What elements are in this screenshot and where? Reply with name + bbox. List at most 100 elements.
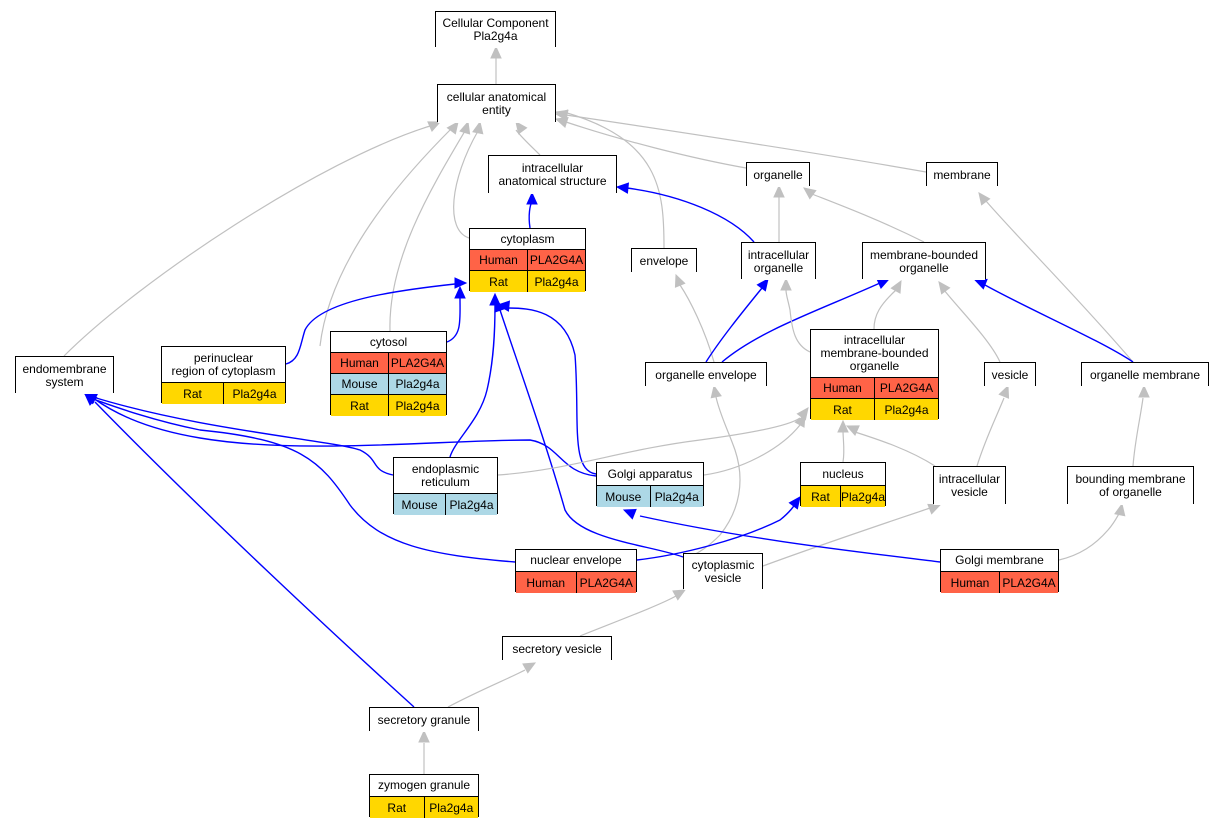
species-cell: Rat xyxy=(162,383,224,404)
node-label: intracellular membrane-bounded organelle xyxy=(811,330,938,378)
node-label: envelope xyxy=(632,249,696,273)
edge-is-a-intracellular-membrane-bounded-organelle-to-membrane-bounded-organelle xyxy=(873,279,902,330)
species-cell: Rat xyxy=(470,271,528,292)
gene-cell: Pla2g4a xyxy=(232,386,277,401)
node-organelle-membrane[interactable]: organelle membrane xyxy=(1081,362,1209,387)
node-label: nucleus xyxy=(801,463,885,486)
edge-is-a-cytosol-to-cellular-anatomical-entity xyxy=(389,120,471,332)
edge-part-of-intracellular-organelle-to-intracellular-anatomical-structure xyxy=(615,182,755,243)
gene-cell: Pla2g4a xyxy=(429,800,474,815)
gene-cell: PLA2G4A xyxy=(390,356,445,370)
node-label: cytoplasm xyxy=(470,229,585,250)
edge-is-a-secretory-vesicle-to-cytoplasmic-vesicle xyxy=(579,589,687,637)
node-intracellular-membrane-bounded-organelle[interactable]: intracellular membrane-bounded organelle… xyxy=(810,329,939,420)
node-vesicle[interactable]: vesicle xyxy=(984,362,1036,387)
species-cell: Rat xyxy=(331,395,389,416)
edge-is-a-envelope-to-cellular-anatomical-entity xyxy=(554,109,665,249)
node-intracellular-organelle[interactable]: intracellular organelle xyxy=(741,242,816,280)
edge-is-a-golgi-apparatus-to-intracellular-membrane-bounded-organelle xyxy=(703,413,806,476)
edge-is-a-nucleus-to-intracellular-membrane-bounded-organelle xyxy=(837,419,849,463)
node-intracellular-anatomical-structure[interactable]: intracellular anatomical structure xyxy=(488,155,617,194)
gene-cell: Pla2g4a xyxy=(449,497,494,512)
species-cell: Human xyxy=(470,250,528,270)
edge-is-a-intracellular-vesicle-to-vesicle xyxy=(976,384,1010,467)
node-membrane-bounded-organelle[interactable]: membrane-bounded organelle xyxy=(862,242,986,280)
node-organelle-envelope[interactable]: organelle envelope xyxy=(645,362,767,387)
node-label: Golgi membrane xyxy=(941,550,1058,572)
node-label: zymogen granule xyxy=(370,775,478,797)
species-cell: Mouse xyxy=(597,486,651,507)
gene-cell: PLA2G4A xyxy=(879,381,934,395)
species-cell: Rat xyxy=(811,399,875,420)
node-secretory-vesicle[interactable]: secretory vesicle xyxy=(502,636,612,661)
edge-is-a-nuclear-envelope-to-organelle-envelope xyxy=(682,384,741,561)
species-cell: Rat xyxy=(370,797,425,818)
node-label: membrane xyxy=(927,163,997,187)
species-cell: Human xyxy=(516,572,577,593)
node-bounding-membrane[interactable]: bounding membrane of organelle xyxy=(1067,466,1194,505)
edge-is-a-intracellular-organelle-to-organelle xyxy=(773,184,785,242)
species-cell: Mouse xyxy=(394,494,446,515)
edge-part-of-golgi-apparatus-to-cytoplasm xyxy=(496,300,597,475)
node-intracellular-vesicle[interactable]: intracellular vesicle xyxy=(933,466,1006,505)
node-label: organelle xyxy=(747,163,809,187)
edge-is-a-endomembrane-system-to-cellular-anatomical-entity xyxy=(63,121,442,357)
node-label: Golgi apparatus xyxy=(597,463,703,486)
gene-cell: Pla2g4a xyxy=(840,489,885,504)
node-cellular-component[interactable]: Cellular Component Pla2g4a xyxy=(435,11,556,48)
annotation-row: Rat Pla2g4a xyxy=(162,383,285,404)
gene-cell: PLA2G4A xyxy=(1002,575,1056,590)
edge-part-of-secretory-granule-to-endomembrane-system xyxy=(84,393,415,708)
edge-part-of-organelle-membrane-to-membrane-bounded-organelle xyxy=(973,278,1134,363)
edge-is-a-secretory-granule-to-secretory-vesicle xyxy=(447,662,537,708)
edge-is-a-organelle-envelope-to-envelope xyxy=(674,273,715,363)
edge-part-of-perinuclear-region-to-cytoplasm xyxy=(285,277,468,365)
edge-is-a-cellular-anatomical-entity-to-cellular-component xyxy=(490,45,502,84)
node-cellular-anatomical-entity[interactable]: cellular anatomical entity xyxy=(437,84,556,123)
edge-is-a-cytoplasm-to-cellular-anatomical-entity xyxy=(453,120,484,239)
edge-is-a-golgi-membrane-to-bounding-membrane xyxy=(1058,502,1126,561)
node-envelope[interactable]: envelope xyxy=(631,248,697,273)
species-cell: Human xyxy=(941,572,1000,593)
gene-cell: Pla2g4a xyxy=(884,402,929,417)
gene-cell: Pla2g4a xyxy=(534,274,579,289)
edge-part-of-golgi-membrane-to-golgi-apparatus xyxy=(622,508,941,563)
edge-part-of-cytoplasm-to-intracellular-anatomical-structure xyxy=(526,191,538,229)
edge-part-of-cytoplasmic-vesicle-to-cytoplasm xyxy=(494,298,684,558)
node-cytoplasmic-vesicle[interactable]: cytoplasmic vesicle xyxy=(683,553,763,590)
edge-is-a-bounding-membrane-to-organelle-membrane xyxy=(1132,384,1150,467)
edge-part-of-cytosol-to-cytoplasm xyxy=(446,285,466,343)
annotation-row: Rat Pla2g4a xyxy=(811,399,938,420)
node-label: nuclear envelope xyxy=(516,550,636,572)
species-cell: Human xyxy=(331,353,389,373)
gene-cell: Pla2g4a xyxy=(654,489,699,504)
edge-is-a-perinuclear-region-to-cellular-anatomical-entity xyxy=(319,121,459,347)
node-membrane[interactable]: membrane xyxy=(926,162,998,187)
node-label: endoplasmic reticulum xyxy=(394,458,497,494)
edge-is-a-zymogen-granule-to-secretory-granule xyxy=(418,729,430,774)
node-secretory-granule[interactable]: secretory granule xyxy=(369,707,479,732)
node-label: organelle envelope xyxy=(646,363,766,387)
edge-is-a-intracellular-membrane-bounded-organelle-to-intracellular-organelle xyxy=(780,277,811,353)
node-organelle[interactable]: organelle xyxy=(746,162,810,187)
species-cell: Rat xyxy=(801,486,841,507)
node-endomembrane-system[interactable]: endomembrane system xyxy=(15,356,114,394)
node-label: cytosol xyxy=(331,332,446,353)
